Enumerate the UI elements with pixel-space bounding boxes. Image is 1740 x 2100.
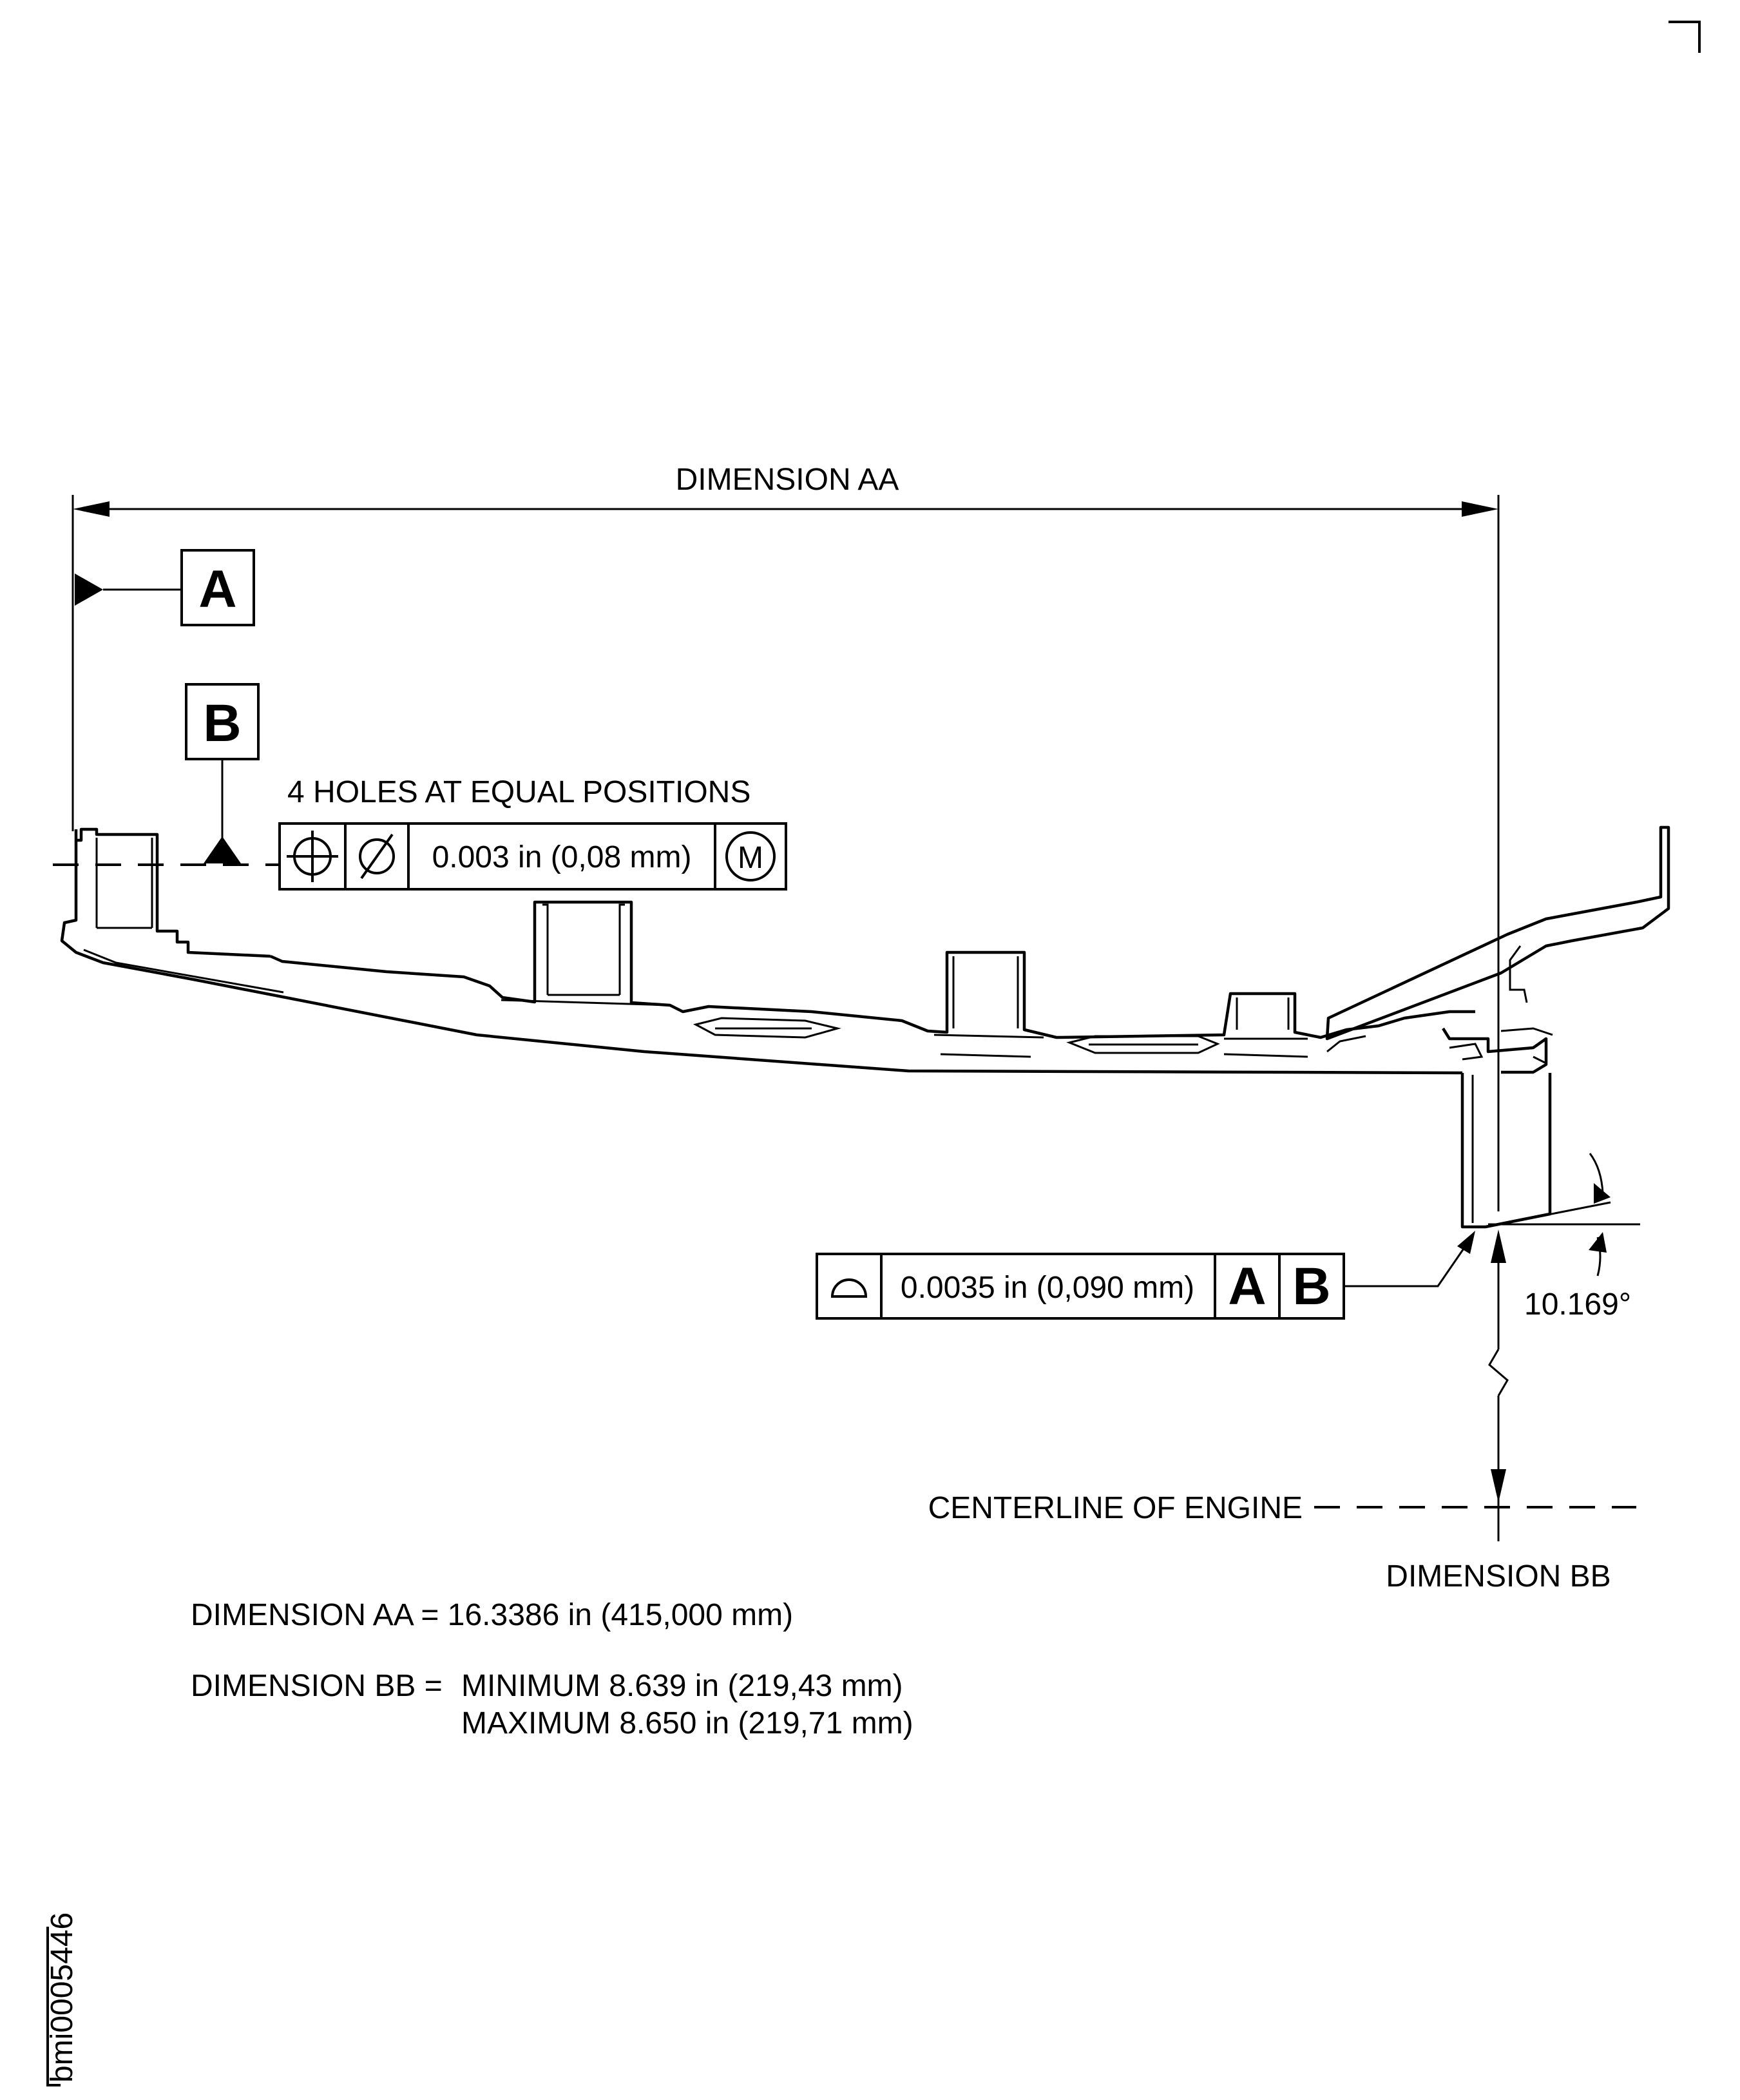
profile-of-surface-icon: [830, 1278, 868, 1298]
angle-value: 10.169°: [1524, 1287, 1631, 1322]
position-feature-control-frame: 0.003 in (0,08 mm) M: [278, 822, 787, 891]
dimension-bb: DIMENSION BB: [1386, 1229, 1611, 1594]
diameter-icon: [359, 833, 395, 880]
engine-centerline: CENTERLINE OF ENGINE: [928, 1491, 1636, 1525]
note-dimension-aa: DIMENSION AA = 16.3386 in (415,000 mm): [191, 1598, 793, 1632]
profile-feature-control-frame: 0.0035 in (0,090 mm) A B: [816, 1231, 1475, 1320]
angle-dimension: 10.169°: [1485, 1153, 1640, 1322]
datum-a-feature: A: [75, 549, 255, 626]
figure-id: bmi0005446: [45, 1912, 79, 2086]
datum-b-feature: B: [185, 683, 260, 863]
note-dimension-bb-max: MAXIMUM 8.650 in (219,71 mm): [461, 1706, 913, 1740]
crop-mark-top-right: [1668, 21, 1701, 53]
holes-note: 4 HOLES AT EQUAL POSITIONS: [287, 775, 750, 809]
note-dimension-bb-prefix: DIMENSION BB =: [191, 1669, 443, 1703]
figure-id-label: bmi0005446: [45, 1912, 79, 2083]
dimension-bb-label: DIMENSION BB: [1386, 1559, 1611, 1594]
part-cross-section: [60, 825, 1670, 1229]
note-dimension-bb-min: MINIMUM 8.639 in (219,43 mm): [461, 1669, 903, 1703]
profile-tolerance: 0.0035 in (0,090 mm): [901, 1271, 1194, 1305]
datum-a-label: A: [198, 560, 236, 619]
profile-datum-a: A: [1228, 1257, 1266, 1316]
profile-datum-b: B: [1292, 1257, 1330, 1316]
svg-text:M: M: [738, 841, 763, 875]
centerline-label: CENTERLINE OF ENGINE: [928, 1491, 1303, 1525]
datum-b-label: B: [203, 694, 241, 753]
position-icon: [287, 831, 338, 882]
mmc-modifier-icon: M: [725, 831, 776, 881]
dimension-aa: DIMENSION AA: [72, 463, 1500, 1211]
position-tolerance: 0.003 in (0,08 mm): [432, 840, 692, 874]
dimension-aa-label: DIMENSION AA: [676, 463, 899, 497]
dimension-notes: DIMENSION AA = 16.3386 in (415,000 mm) D…: [191, 1598, 913, 1740]
